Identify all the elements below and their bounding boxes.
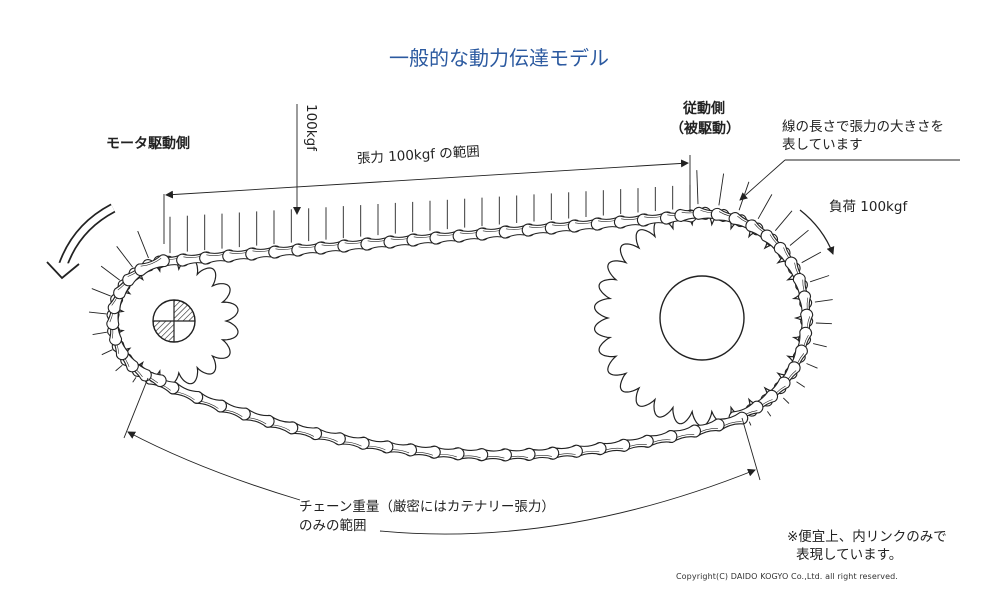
tension-tick — [774, 210, 793, 231]
catenary-sublabel: のみの範囲 — [299, 518, 367, 534]
tension-tick — [814, 299, 833, 303]
tension-tick — [801, 251, 822, 264]
tension-tick — [782, 397, 790, 404]
driven-shaft-hole — [659, 275, 745, 361]
catenary-label: チェーン重量（厳密にはカテナリー張力） — [299, 499, 555, 515]
tension-tick — [815, 322, 832, 325]
line-length-note-line2: 表しています — [782, 137, 863, 153]
tension-tick — [696, 170, 699, 205]
tension-ticks — [88, 170, 833, 426]
driven-sprocket — [594, 209, 810, 427]
tension-tick — [116, 246, 133, 268]
load-rotation-arrow — [799, 209, 835, 255]
tension-tick — [757, 194, 773, 220]
tension-tick — [115, 364, 123, 372]
driven-side-sublabel: （被駆動） — [670, 121, 740, 137]
tension-tick — [796, 381, 806, 388]
driven-side-label: 従動側 — [683, 101, 725, 117]
drive-rotation-arrow — [46, 203, 116, 280]
drive-sprocket — [108, 255, 239, 387]
copyright-notice: Copyright(C) DAIDO KOGYO Co.,Ltd. all ri… — [676, 572, 898, 581]
chain — [106, 206, 814, 462]
tension-tick — [137, 230, 149, 259]
motor-side-label: モータ駆動側 — [106, 136, 190, 152]
note-leader-line — [739, 159, 960, 201]
footnote-line2: 表現しています。 — [796, 547, 903, 563]
page-title: 一般的な動力伝達モデル — [389, 46, 609, 70]
load-label: 負荷 100kgf — [829, 199, 908, 215]
tension-tick — [100, 265, 120, 281]
tension-tick — [789, 229, 809, 246]
chain-link — [134, 254, 170, 277]
tension-tick — [812, 343, 827, 348]
tension-range-dimension — [163, 155, 691, 244]
tension-tick — [88, 311, 107, 315]
tension-tick — [91, 288, 111, 297]
force-100kgf-label: 100kgf — [303, 104, 319, 151]
tension-tick — [718, 173, 725, 206]
drive-shaft — [152, 299, 196, 343]
tension-tick — [806, 363, 818, 369]
line-length-note-line1: 線の長さで張力の大きさを — [782, 119, 944, 135]
tension-tick — [132, 377, 137, 383]
tension-tick — [767, 411, 772, 417]
tension-tick — [92, 331, 107, 336]
footnote-line1: ※便宜上、内リンクのみで — [787, 529, 947, 545]
tension-tick — [101, 349, 113, 356]
tension-tick — [748, 421, 752, 426]
catenary-dimension — [123, 377, 761, 535]
tension-tick — [809, 275, 830, 283]
